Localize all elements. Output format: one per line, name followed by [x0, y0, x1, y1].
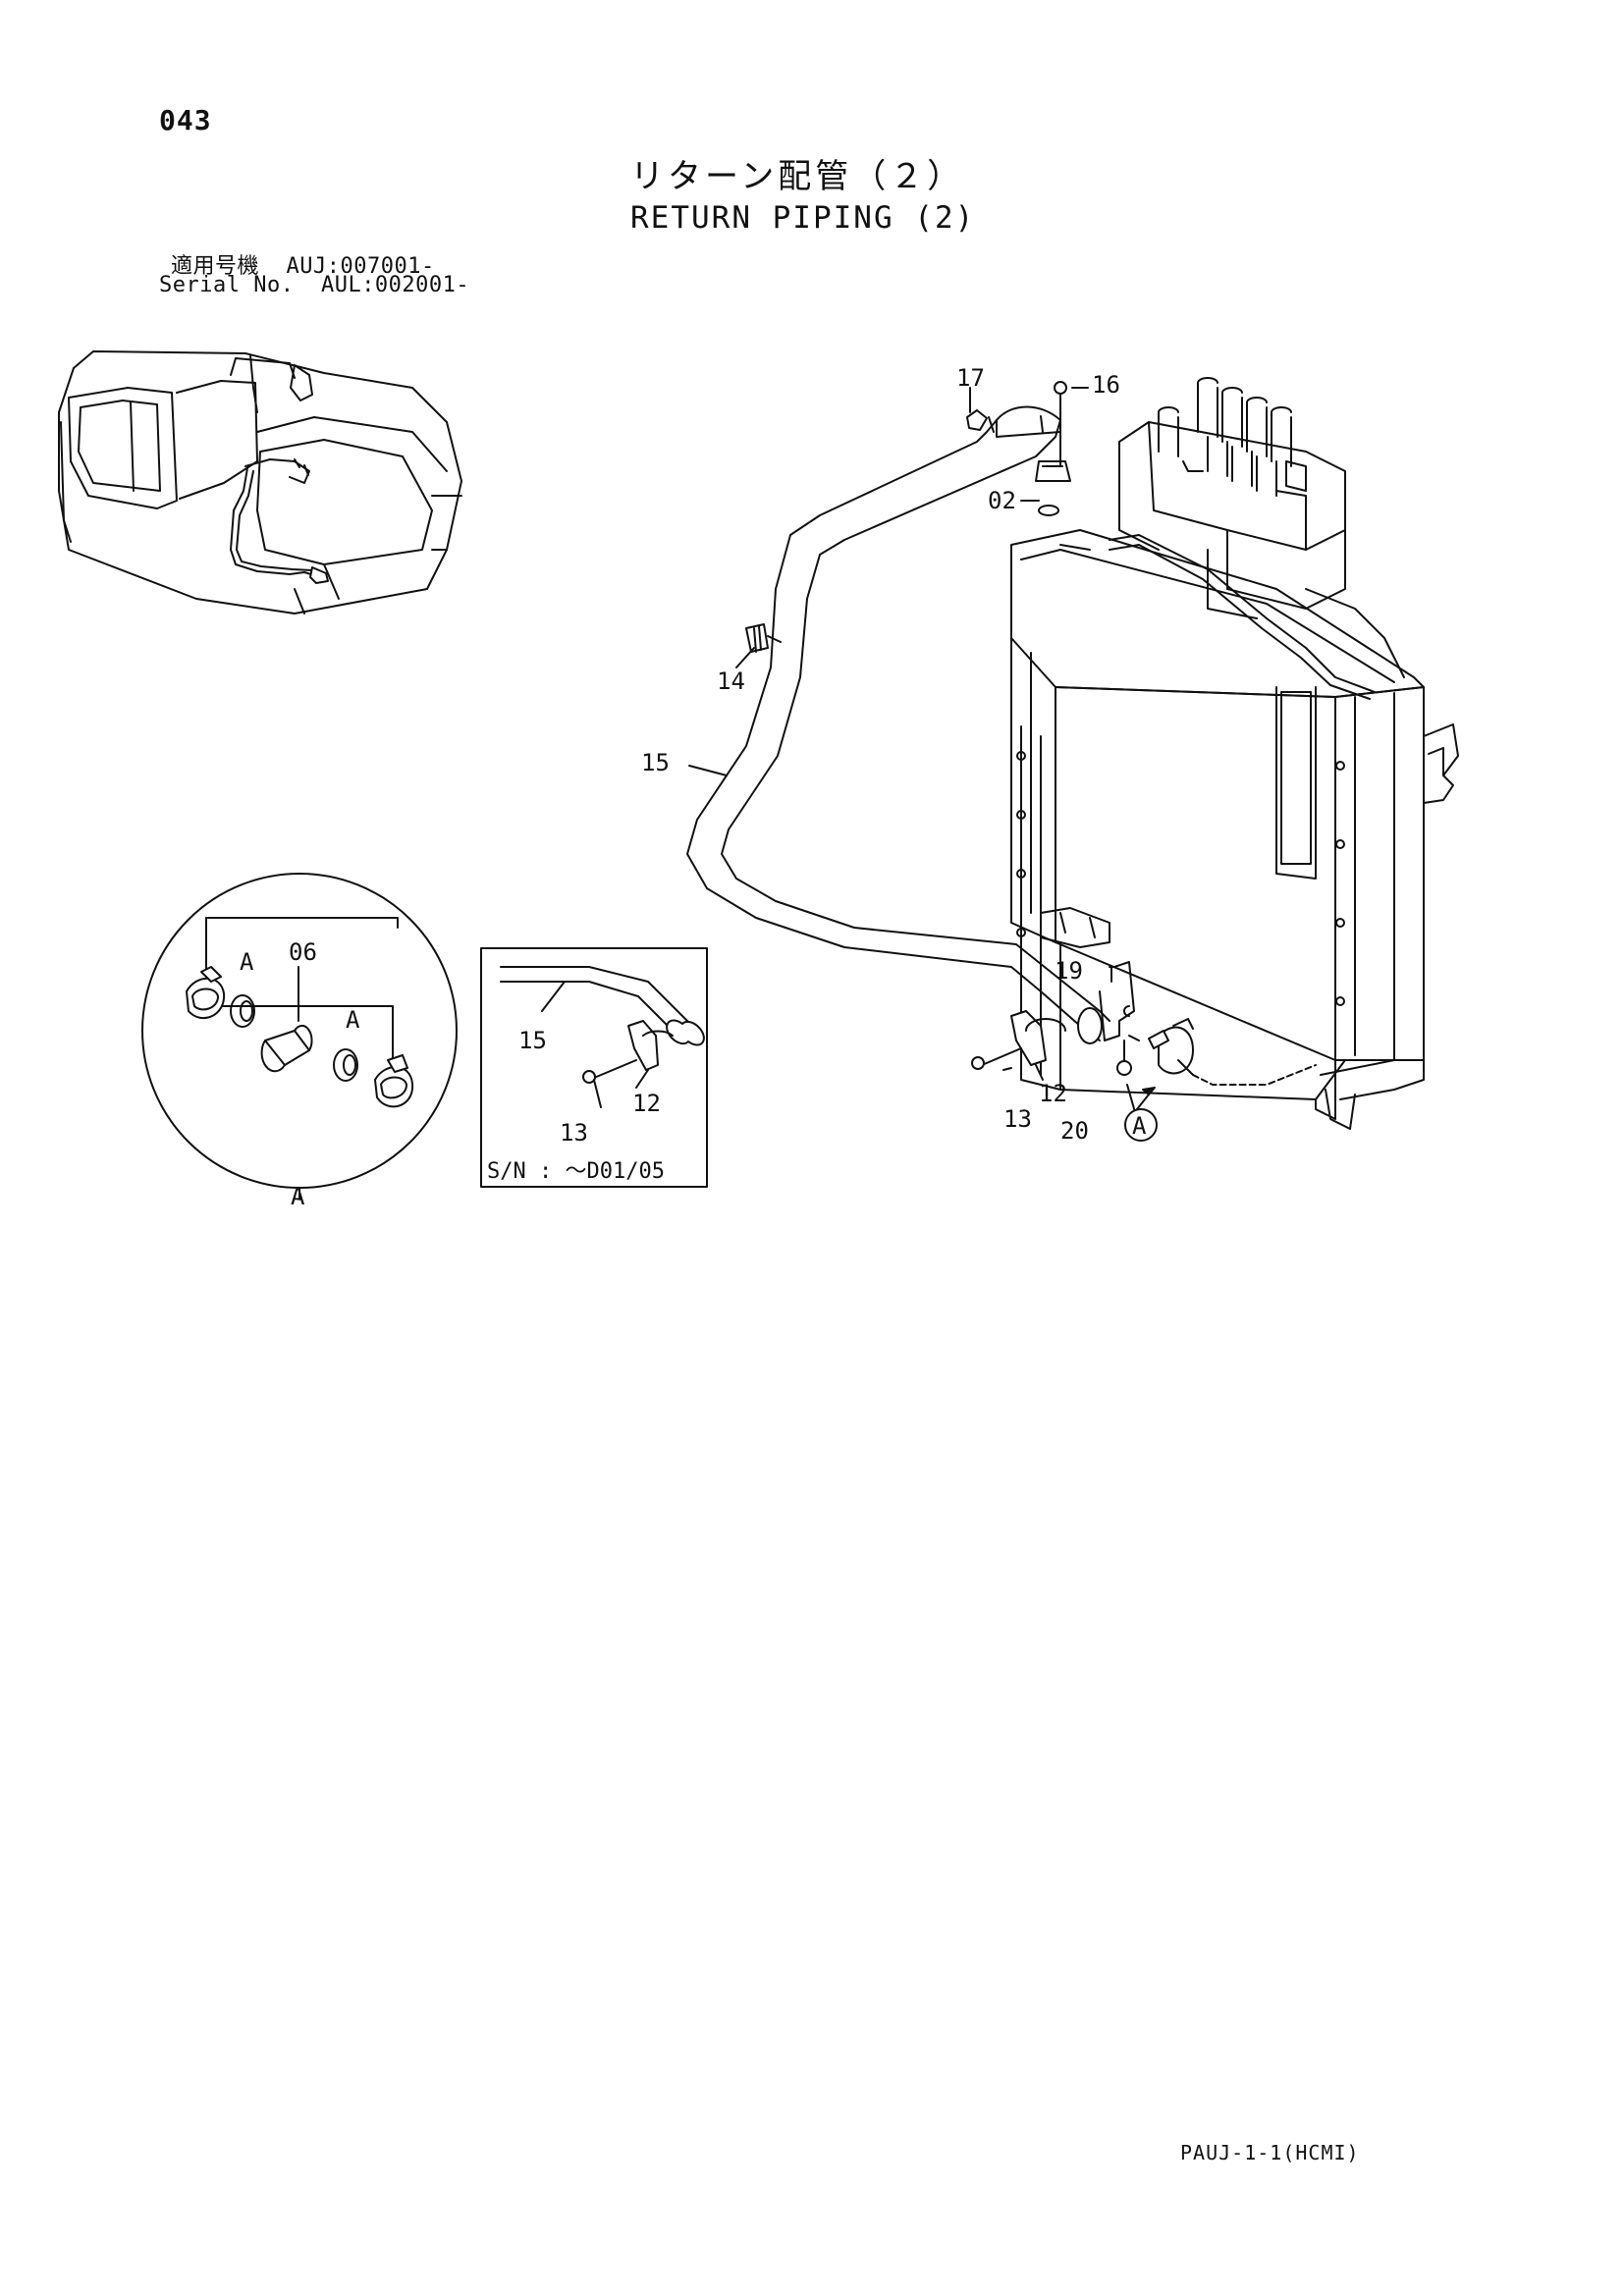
clamp-hardware [971, 961, 1317, 1086]
inset-callout-12: 12 [632, 1090, 661, 1117]
serial-label-english: Serial No. [159, 273, 295, 297]
footer-code: PAUJ-1-1(HCMI) [1180, 2141, 1360, 2164]
return-pipe-15 [686, 381, 1110, 1044]
callout-14: 14 [717, 667, 745, 695]
detail-marker-a-left: A [240, 948, 254, 976]
callout-20: 20 [1060, 1117, 1089, 1145]
view-marker-a: A [1132, 1112, 1147, 1140]
title-japanese: リターン配管（２） [630, 157, 965, 196]
detail-view-a [141, 873, 458, 1201]
callout-13: 13 [1003, 1105, 1032, 1133]
detail-marker-a-right: A [346, 1006, 360, 1034]
callout-02: 02 [988, 487, 1016, 514]
serial-range-note: S/N : ～D01/05 [487, 1159, 665, 1184]
detail-view-label: A [291, 1183, 305, 1210]
serial-row-english: Serial No. AUL:002001- [159, 273, 469, 297]
detail-callout-06: 06 [289, 938, 317, 966]
radiator-assembly-illustration [1010, 377, 1459, 1130]
inset-box [480, 947, 708, 1188]
excavator-overview-illustration [58, 350, 462, 614]
inset-callout-15: 15 [518, 1027, 547, 1054]
callout-17: 17 [956, 364, 985, 392]
serial-row-japanese: 適用号機 AUJ:007001- [171, 248, 435, 280]
title-english: RETURN PIPING (2) [630, 200, 976, 236]
serial-value-english: AUL:002001- [320, 273, 470, 297]
inset-callout-13: 13 [560, 1119, 588, 1147]
callout-15: 15 [641, 749, 670, 776]
callout-16: 16 [1092, 371, 1120, 399]
callout-19: 19 [1055, 957, 1083, 985]
callout-12: 12 [1039, 1080, 1067, 1107]
page-number: 043 [159, 104, 212, 136]
serial-value-japanese: AUJ:007001- [286, 254, 435, 279]
serial-label-japanese: 適用号機 [171, 254, 260, 279]
main-leader-lines [688, 387, 1158, 1142]
